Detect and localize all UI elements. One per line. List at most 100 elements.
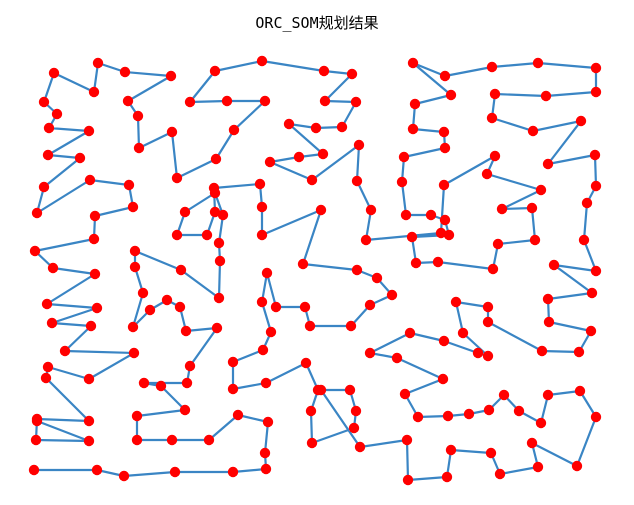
city-point-125 xyxy=(438,126,450,138)
city-point-77 xyxy=(574,385,586,397)
city-point-80 xyxy=(513,405,525,417)
city-point-131 xyxy=(439,214,451,226)
city-point-5 xyxy=(260,463,272,475)
city-point-201 xyxy=(42,361,54,373)
city-point-54 xyxy=(257,344,269,356)
city-point-89 xyxy=(364,347,376,359)
city-point-4 xyxy=(227,466,239,478)
city-point-200 xyxy=(83,373,95,385)
city-point-27 xyxy=(175,264,187,276)
city-point-39 xyxy=(256,201,268,213)
city-point-127 xyxy=(398,151,410,163)
city-point-165 xyxy=(259,95,271,107)
city-point-52 xyxy=(256,296,268,308)
city-point-79 xyxy=(535,417,547,429)
city-point-6 xyxy=(259,447,271,459)
city-point-159 xyxy=(346,68,358,80)
city-point-25 xyxy=(129,261,141,273)
city-point-71 xyxy=(485,447,497,459)
city-point-100 xyxy=(585,325,597,337)
city-point-172 xyxy=(122,95,134,107)
city-point-29 xyxy=(214,255,226,267)
city-point-87 xyxy=(437,373,449,385)
city-point-19 xyxy=(180,325,192,337)
city-point-119 xyxy=(486,61,498,73)
city-point-49 xyxy=(299,301,311,313)
city-point-190 xyxy=(88,233,100,245)
city-point-64 xyxy=(344,384,356,396)
city-point-35 xyxy=(201,229,213,241)
city-point-105 xyxy=(590,265,602,277)
city-point-31 xyxy=(217,209,229,221)
city-point-160 xyxy=(318,65,330,77)
city-point-21 xyxy=(161,294,173,306)
city-point-116 xyxy=(590,86,602,98)
city-point-142 xyxy=(481,168,493,180)
plot-area xyxy=(28,55,602,486)
city-point-169 xyxy=(166,126,178,138)
city-point-124 xyxy=(407,123,419,135)
city-point-8 xyxy=(232,409,244,421)
city-point-184 xyxy=(38,181,50,193)
city-point-128 xyxy=(396,176,408,188)
city-point-69 xyxy=(441,471,453,483)
city-point-112 xyxy=(527,125,539,137)
city-point-121 xyxy=(407,57,419,69)
city-point-83 xyxy=(463,408,475,420)
city-point-98 xyxy=(536,345,548,357)
city-point-115 xyxy=(540,90,552,102)
city-point-138 xyxy=(529,234,541,246)
city-point-51 xyxy=(261,267,273,279)
city-point-114 xyxy=(489,88,501,100)
city-point-22 xyxy=(144,304,156,316)
city-point-38 xyxy=(254,178,266,190)
city-point-144 xyxy=(438,179,450,191)
city-point-85 xyxy=(412,411,424,423)
city-point-33 xyxy=(179,206,191,218)
city-point-151 xyxy=(264,156,276,168)
city-point-170 xyxy=(133,142,145,154)
city-point-174 xyxy=(119,66,131,78)
city-point-74 xyxy=(526,437,538,449)
city-point-103 xyxy=(586,287,598,299)
city-point-70 xyxy=(445,444,457,456)
city-point-95 xyxy=(450,296,462,308)
city-point-153 xyxy=(317,148,329,160)
city-point-88 xyxy=(391,352,403,364)
city-point-15 xyxy=(138,377,150,389)
city-point-66 xyxy=(354,441,366,453)
city-point-12 xyxy=(131,410,143,422)
city-point-63 xyxy=(350,405,362,417)
city-point-86 xyxy=(399,388,411,400)
city-point-166 xyxy=(228,124,240,136)
city-point-72 xyxy=(494,468,506,480)
city-point-23 xyxy=(127,321,139,333)
city-point-133 xyxy=(406,231,418,243)
city-point-3 xyxy=(169,466,181,478)
city-point-110 xyxy=(542,158,554,170)
city-point-58 xyxy=(300,357,312,369)
city-point-76 xyxy=(590,411,602,423)
city-point-194 xyxy=(41,298,53,310)
city-point-7 xyxy=(262,416,274,428)
city-point-18 xyxy=(211,322,223,334)
city-point-14 xyxy=(155,380,167,392)
city-point-140 xyxy=(496,203,508,215)
city-point-102 xyxy=(542,293,554,305)
city-point-111 xyxy=(575,115,587,127)
city-point-205 xyxy=(30,434,42,446)
city-point-50 xyxy=(270,301,282,313)
city-points xyxy=(28,55,602,486)
city-point-156 xyxy=(336,121,348,133)
city-point-68 xyxy=(402,474,414,486)
city-point-157 xyxy=(350,96,362,108)
city-point-13 xyxy=(179,404,191,416)
city-point-82 xyxy=(483,404,495,416)
city-point-78 xyxy=(542,389,554,401)
city-point-186 xyxy=(84,174,96,186)
city-point-149 xyxy=(353,139,365,151)
city-point-189 xyxy=(89,210,101,222)
city-point-57 xyxy=(260,377,272,389)
city-point-43 xyxy=(351,264,363,276)
